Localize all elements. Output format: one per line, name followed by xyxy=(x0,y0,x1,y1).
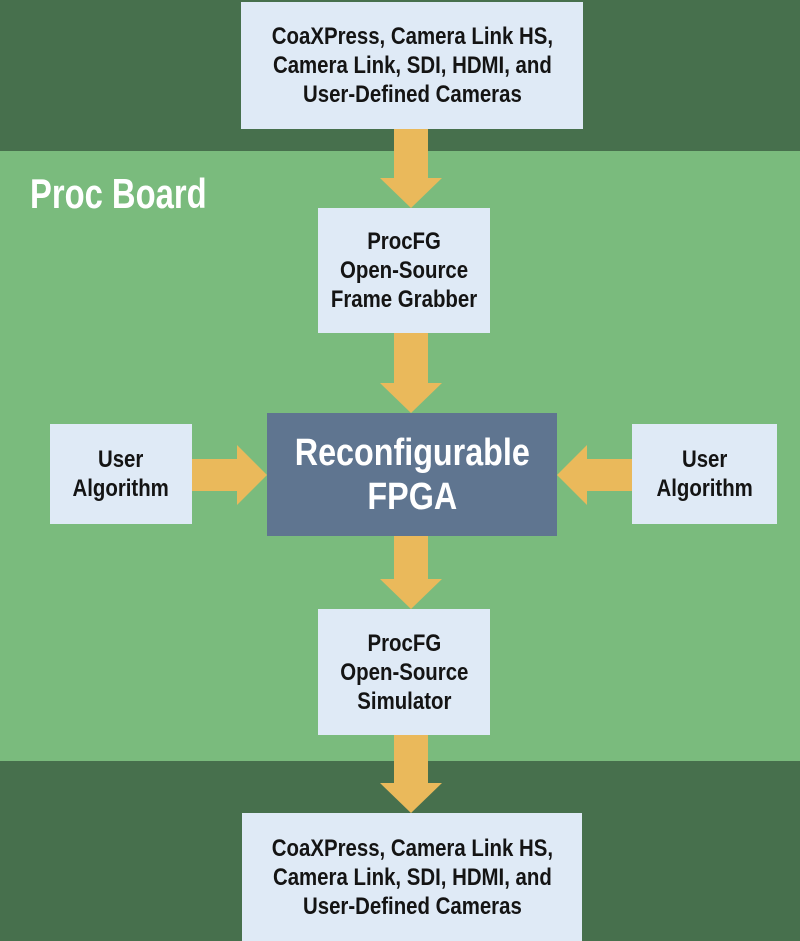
arrow-head xyxy=(380,579,442,609)
frame-grabber-box: ProcFG Open-Source Frame Grabber xyxy=(318,208,490,333)
arrow-fpga-to-simulator-icon xyxy=(380,536,442,609)
arrow-user-left-to-fpga-icon xyxy=(192,445,267,505)
arrow-shaft xyxy=(394,333,428,384)
cameras-top-line-3: User-Defined Cameras xyxy=(302,81,522,108)
cameras-bottom-box: CoaXPress, Camera Link HS, Camera Link, … xyxy=(242,813,582,941)
user-algorithm-right-text: User Algorithm xyxy=(656,445,752,503)
arrow-head xyxy=(380,783,442,813)
arrow-shaft xyxy=(394,735,428,784)
fpga-line-1: Reconfigurable xyxy=(294,431,530,474)
proc-board-label: Proc Board xyxy=(30,170,207,217)
cameras-top-line-1: CoaXPress, Camera Link HS, xyxy=(271,23,553,50)
cameras-bottom-line-1: CoaXPress, Camera Link HS, xyxy=(271,834,553,862)
fpga-text: Reconfigurable FPGA xyxy=(294,431,529,519)
simulator-line-1: ProcFG xyxy=(367,629,441,657)
cameras-top-box: CoaXPress, Camera Link HS, Camera Link, … xyxy=(241,2,583,129)
cameras-top-line-2: Camera Link, SDI, HDMI, and xyxy=(272,52,552,79)
simulator-line-2: Open-Source xyxy=(339,658,469,686)
user-algorithm-left-text: User Algorithm xyxy=(73,445,169,503)
frame-grabber-line-3: Frame Grabber xyxy=(330,286,478,313)
cameras-bottom-line-3: User-Defined Cameras xyxy=(302,892,522,920)
arrow-cameras-to-frame-grabber-icon xyxy=(380,129,442,208)
user-algorithm-left-line-1: User xyxy=(98,446,144,473)
user-algorithm-left-line-2: Algorithm xyxy=(72,475,170,502)
simulator-box: ProcFG Open-Source Simulator xyxy=(318,609,490,735)
fpga-box: Reconfigurable FPGA xyxy=(267,413,557,536)
simulator-line-3: Simulator xyxy=(356,687,452,715)
cameras-top-text: CoaXPress, Camera Link HS, Camera Link, … xyxy=(271,22,552,109)
arrow-head xyxy=(380,178,442,208)
arrow-shaft xyxy=(192,459,238,491)
fpga-line-2: FPGA xyxy=(367,475,457,518)
frame-grabber-text: ProcFG Open-Source Frame Grabber xyxy=(331,227,477,314)
arrow-user-right-to-fpga-icon xyxy=(557,445,632,505)
user-algorithm-right-box: User Algorithm xyxy=(632,424,777,524)
cameras-bottom-text: CoaXPress, Camera Link HS, Camera Link, … xyxy=(271,834,552,921)
frame-grabber-line-2: Open-Source xyxy=(339,257,469,284)
simulator-text: ProcFG Open-Source Simulator xyxy=(340,629,468,716)
cameras-bottom-line-2: Camera Link, SDI, HDMI, and xyxy=(272,863,552,891)
arrow-shaft xyxy=(586,459,632,491)
arrow-simulator-to-cameras-icon xyxy=(380,735,442,813)
user-algorithm-right-line-2: Algorithm xyxy=(656,475,753,502)
frame-grabber-line-1: ProcFG xyxy=(367,228,441,255)
user-algorithm-right-line-1: User xyxy=(681,446,728,473)
arrow-head xyxy=(557,445,587,505)
arrow-frame-grabber-to-fpga-icon xyxy=(380,333,442,413)
arrow-shaft xyxy=(394,129,428,179)
arrow-shaft xyxy=(394,536,428,580)
user-algorithm-left-box: User Algorithm xyxy=(50,424,192,524)
arrow-head xyxy=(237,445,267,505)
arrow-head xyxy=(380,383,442,413)
